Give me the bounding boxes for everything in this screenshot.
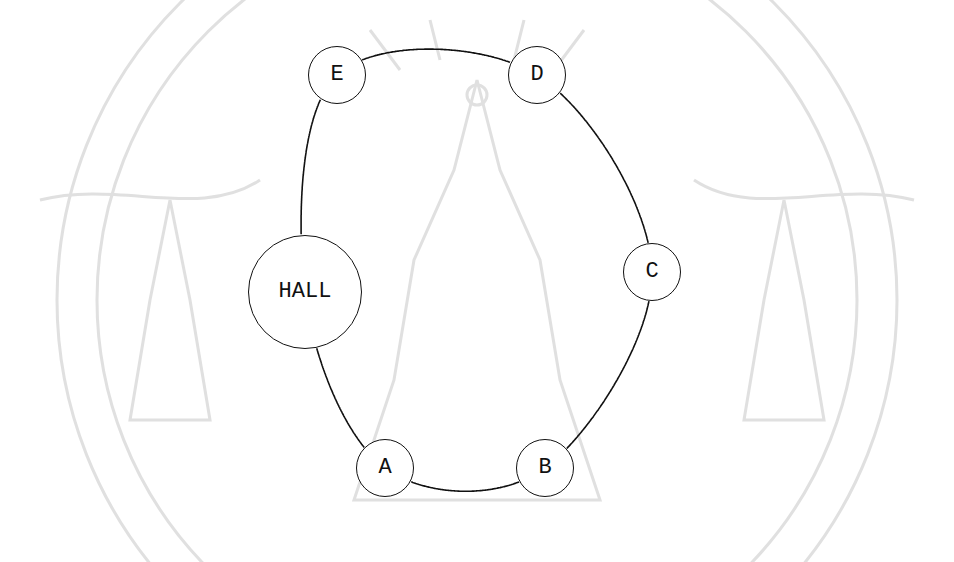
station-label: C — [645, 261, 658, 283]
station-circle: C — [623, 243, 681, 301]
station-label: A — [378, 457, 391, 479]
ring-connector — [317, 348, 365, 447]
ring-connector — [560, 93, 648, 243]
ring-connector — [567, 301, 649, 448]
station-label: E — [330, 64, 343, 86]
station-label: D — [530, 64, 543, 86]
station-circle: E — [308, 46, 366, 104]
station-circle: A — [356, 439, 414, 497]
station-label: B — [538, 457, 551, 479]
station-circle: HALL — [248, 235, 362, 349]
ring-connector — [411, 482, 519, 492]
station-circle: B — [516, 439, 574, 497]
ring-connector — [301, 100, 320, 235]
ring-connector — [362, 49, 510, 62]
station-circle: D — [508, 46, 566, 104]
station-label: HALL — [279, 281, 332, 303]
